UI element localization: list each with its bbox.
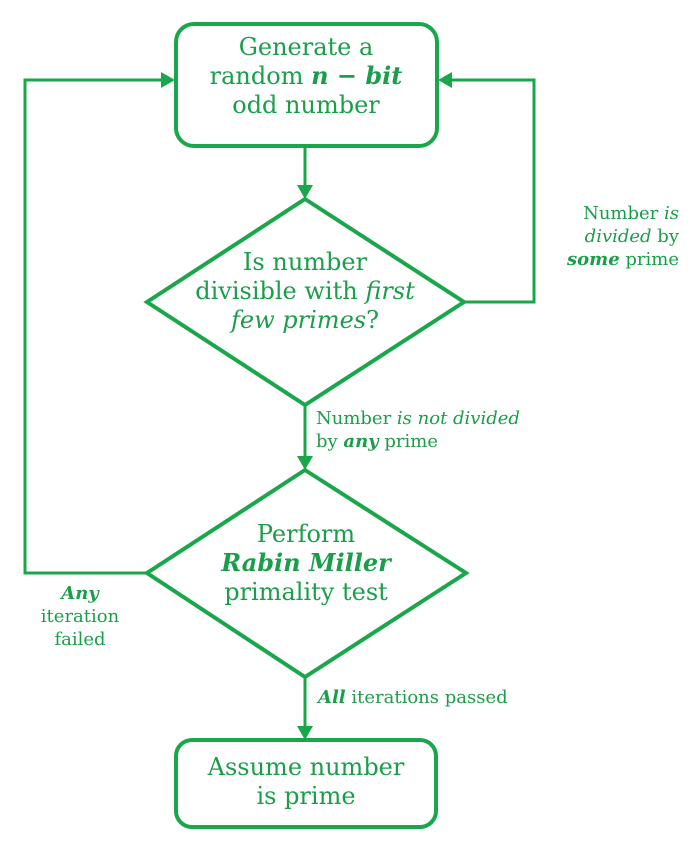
not-divided-line-1-emphasis: is not divided	[396, 408, 520, 429]
divisibility-line-2: divisible with first	[195, 277, 415, 306]
assume-prime-line-2: is prime	[256, 781, 356, 810]
rabin-miller-decision-label: Perform Rabin Miller primality test	[221, 520, 391, 606]
rabin-miller-line-2: Rabin Miller	[221, 547, 391, 577]
assume-prime-line-1: Assume number	[207, 753, 405, 781]
passed-suffix: iterations passed	[345, 687, 508, 708]
divisibility-line-3-suffix: ?	[366, 305, 379, 334]
divisibility-line-2-prefix: divisible with	[195, 276, 366, 305]
generate-bit-length-math: n − bit	[311, 60, 403, 90]
divided-line-1-prefix: Number	[583, 203, 664, 224]
edge-failed-back-to-generate	[23, 78, 161, 575]
divisibility-line-1: Is number	[242, 248, 368, 276]
generate-line-3: odd number	[232, 90, 380, 119]
generate-line-1: Generate a	[238, 33, 374, 61]
generate-node-label: Generate a random n − bit odd number	[210, 33, 403, 119]
edge-label-passed: All iterations passed	[318, 686, 508, 709]
divided-line-1: Number is	[567, 202, 679, 225]
divisibility-line-3-emphasis: few primes	[231, 305, 367, 334]
rabin-miller-line-1: Perform	[256, 520, 356, 548]
divided-line-1-emphasis: is	[664, 203, 679, 224]
edge-label-failed: Any iteration failed	[41, 582, 119, 651]
generate-line-2-prefix: random	[209, 61, 312, 90]
arrowhead-generate-to-divisibility	[297, 185, 313, 199]
not-divided-line-2-prefix: by	[316, 431, 344, 453]
not-divided-line-2-suffix: prime	[378, 431, 438, 453]
passed-emphasis: All	[318, 687, 346, 708]
assume-prime-label: Assume number is prime	[208, 753, 405, 811]
edge-label-divided: Number is divided by some prime	[567, 202, 679, 271]
divisibility-line-2-emphasis: first	[365, 276, 415, 305]
divided-line-3: some prime	[567, 248, 679, 271]
not-divided-line-2-emphasis: any	[343, 431, 379, 453]
arrowhead-divided-back-to-generate	[438, 72, 452, 88]
divided-line-3-emphasis: some	[567, 249, 620, 271]
not-divided-line-1: Number is not divided	[316, 407, 520, 430]
edge-divided-back-to-generate	[452, 78, 536, 304]
failed-line-2: iteration	[40, 606, 120, 628]
failed-line-1: Any	[61, 583, 99, 604]
not-divided-line-2: by any prime	[316, 430, 520, 453]
rabin-miller-line-3: primality test	[224, 577, 388, 606]
generate-line-2: random n − bit	[209, 60, 403, 91]
divisibility-decision-label: Is number divisible with first few prime…	[195, 248, 415, 334]
edge-label-not-divided: Number is not divided by any prime	[316, 407, 520, 453]
arrowhead-failed-back-to-generate	[161, 72, 175, 88]
not-divided-line-1-prefix: Number	[316, 408, 397, 429]
failed-line-3: failed	[54, 629, 106, 651]
divided-line-2-suffix: by	[651, 226, 679, 248]
arrowhead-divisibility-to-rabin-miller	[297, 456, 313, 470]
divided-line-2: divided by	[567, 225, 679, 248]
divisibility-line-3: few primes?	[195, 306, 415, 335]
divided-line-2-emphasis: divided	[584, 226, 652, 248]
arrowhead-rabin-miller-to-assume-prime	[297, 726, 313, 740]
divided-line-3-suffix: prime	[619, 249, 679, 271]
assume-prime-node-box	[174, 738, 438, 829]
